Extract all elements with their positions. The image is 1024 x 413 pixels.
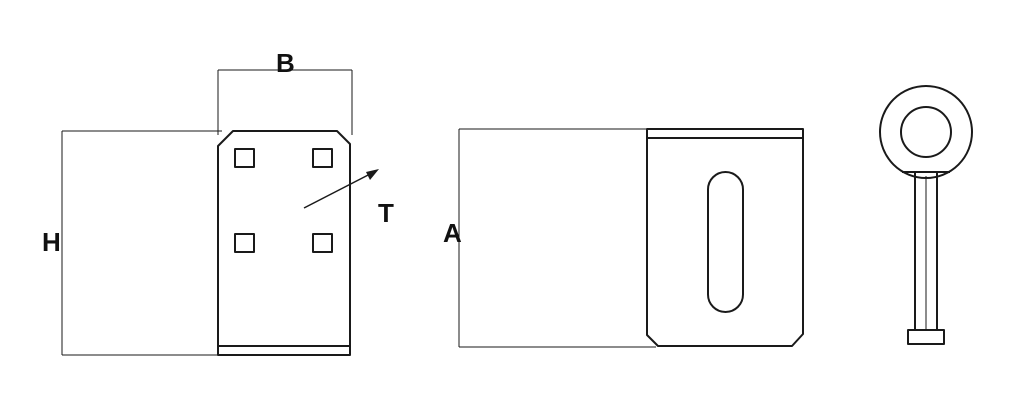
plate-outline [217,130,351,356]
eye-outer-ring [879,85,973,179]
dim-t-arrowhead [366,169,379,180]
square-hole-bottom-left [234,233,255,253]
end-view-eye-bolt [879,85,973,345]
side-view-plate: A [443,128,804,348]
dim-h-label: H [42,227,61,257]
square-hole-top-right [312,148,333,168]
square-hole-bottom-right [312,233,333,253]
dim-t-arrow-line [303,171,375,209]
bolt-nut [907,329,945,345]
square-hole-top-left [234,148,255,168]
elongated-slot [707,171,744,313]
front-view-plate: B H T [42,48,394,356]
slotted-plate-outline [646,128,804,347]
eye-inner-ring [900,106,952,158]
dim-t-label: T [378,198,394,228]
dim-a-label: A [443,218,462,248]
dim-b-label: B [276,48,295,78]
